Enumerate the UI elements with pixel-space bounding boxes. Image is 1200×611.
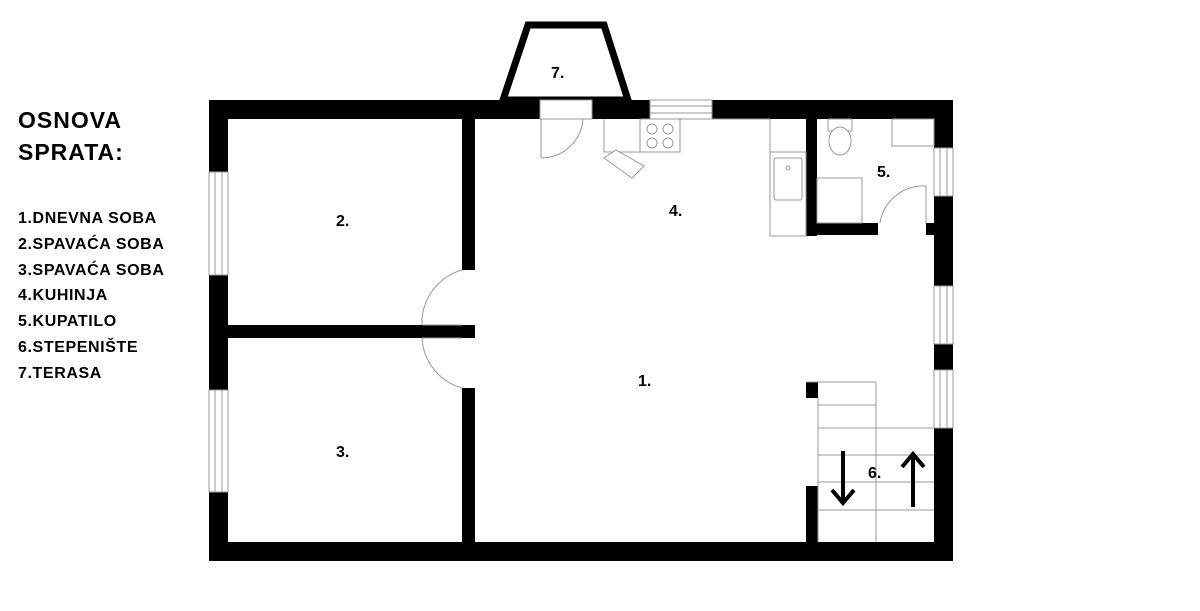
stove	[639, 118, 681, 153]
wall-top-right	[712, 100, 953, 119]
bathroom-door	[879, 185, 927, 224]
room-label-6: 6.	[868, 465, 881, 482]
room-label-5: 5.	[877, 164, 890, 181]
wall-right-2	[934, 196, 953, 286]
legend-item-spavaca-soba-2: 3.SPAVAĆA SOBA	[18, 261, 165, 279]
bathroom-fixtures	[816, 118, 935, 224]
wall-stair-bottom	[806, 486, 818, 561]
bedroom-doors	[421, 269, 463, 389]
window-right-3	[933, 369, 954, 429]
wall-top-left	[209, 100, 540, 119]
wall-left-1	[209, 100, 228, 172]
wall-bath-left	[806, 100, 817, 236]
room-label-3: 3.	[336, 444, 349, 461]
window-left-1	[208, 171, 229, 276]
wall-int-vertical-upper	[462, 100, 475, 270]
wall-int-vertical-lower	[462, 388, 475, 561]
window-top	[649, 99, 713, 120]
shower	[816, 177, 863, 224]
terrace-outline	[498, 21, 633, 104]
wall-bath-bottom	[806, 223, 878, 235]
window-right-2	[933, 285, 954, 345]
terrace-door	[539, 99, 593, 159]
legend-item-terasa: 7.TERASA	[18, 364, 102, 382]
legend-item-dnevna-soba: 1.DNEVNA SOBA	[18, 210, 157, 227]
arrow-down-icon	[830, 451, 856, 507]
wall-stair-top	[806, 382, 818, 398]
kitchen-fixtures	[603, 118, 807, 237]
sink	[773, 157, 803, 201]
interior-walls	[209, 100, 953, 561]
wall-bath-bottom-right	[926, 223, 953, 235]
room-label-1: 1.	[638, 373, 651, 390]
arrow-up-icon	[900, 450, 926, 507]
legend-title-line2: SPRATA:	[18, 139, 124, 165]
legend-item-kupatilo: 5.KUPATILO	[18, 313, 117, 331]
fridge	[603, 149, 645, 179]
window-right-1	[933, 147, 954, 197]
wall-right-1	[934, 100, 953, 148]
windows	[208, 99, 954, 493]
legend: OSNOVA SPRATA: 1.DNEVNA SOBA 2.SPAVAĆA S…	[18, 104, 208, 387]
room-label-7: 7.	[551, 65, 564, 82]
wall-right-3	[934, 344, 953, 370]
legend-list: 1.DNEVNA SOBA 2.SPAVAĆA SOBA 3.SPAVAĆA S…	[18, 206, 208, 387]
room-label-4: 4.	[669, 203, 682, 220]
toilet-bowl	[828, 126, 852, 156]
window-left-2	[208, 389, 229, 493]
legend-title-line1: OSNOVA	[18, 107, 122, 133]
legend-item-spavaca-soba-1: 2.SPAVAĆA SOBA	[18, 235, 165, 253]
legend-item-kuhinja: 4.KUHINJA	[18, 287, 108, 305]
wall-right-4	[934, 428, 953, 561]
wall-bottom	[209, 542, 953, 561]
legend-item-stepeniste: 6.STEPENIŠTE	[18, 338, 139, 356]
wall-left-3	[209, 492, 228, 561]
room-label-2: 2.	[336, 213, 349, 230]
wall-int-horizontal	[209, 325, 475, 338]
bath-sink	[891, 118, 935, 147]
wall-top-mid	[592, 100, 650, 119]
